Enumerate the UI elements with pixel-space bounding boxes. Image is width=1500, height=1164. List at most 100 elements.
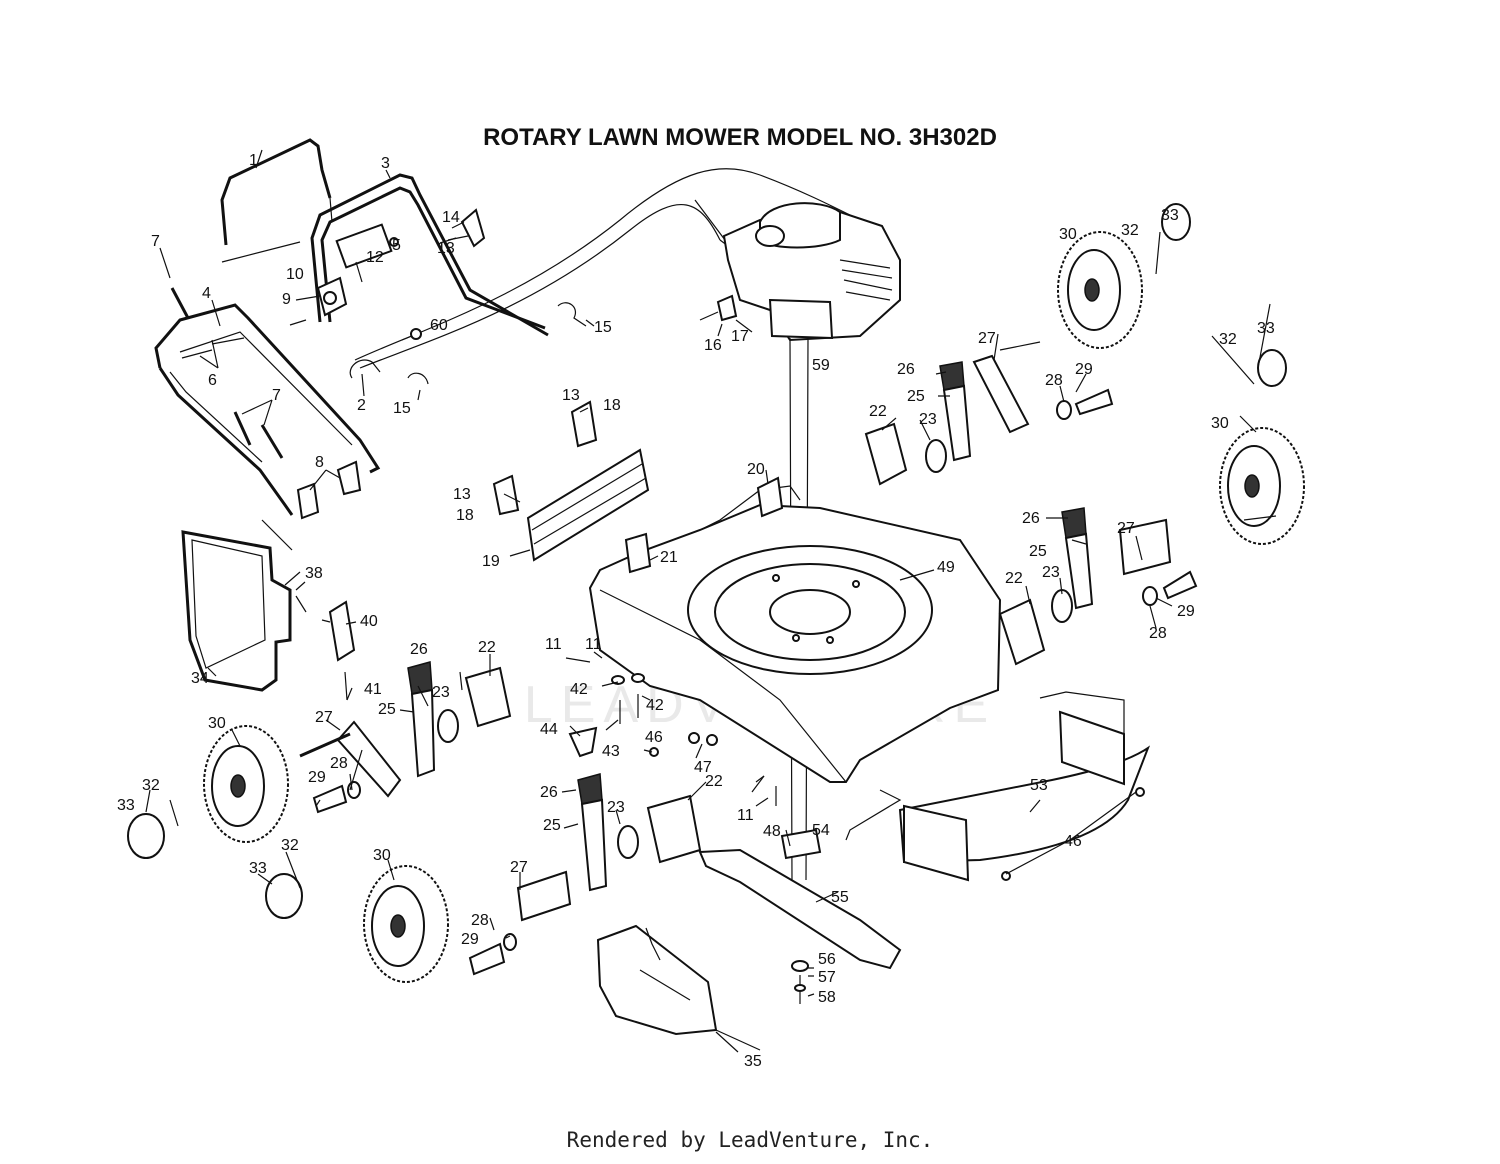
callout-20: 20: [747, 461, 765, 478]
baffle-brackets-part-18: [492, 400, 598, 516]
upper-handle-part-1: [220, 138, 333, 263]
callout-11-b: 11: [545, 636, 562, 653]
callout-40: 40: [360, 613, 378, 630]
callout-11-a: 11: [585, 636, 602, 653]
callout-58: 58: [818, 989, 836, 1006]
callout-18-a: 18: [603, 397, 621, 414]
callout-25-a: 25: [907, 388, 925, 405]
render-credit-footer: Rendered by LeadVenture, Inc.: [566, 1128, 934, 1152]
callout-33-a: 33: [1161, 207, 1179, 224]
callout-23-b: 23: [1042, 564, 1060, 581]
wheel-rear-right-part-30: [1057, 203, 1191, 349]
callout-13-a: 13: [437, 240, 455, 257]
callout-labels: 1 2 3 4 5 6 7 7 8 9 11 10 11 11 12 13 13…: [117, 152, 1275, 1070]
deck-hardware: [568, 651, 1145, 992]
callout-10: 10: [286, 266, 304, 283]
grass-bag-part-35: [596, 924, 718, 1036]
callout-29-c: 29: [308, 769, 326, 786]
callout-22-b: 22: [1005, 570, 1023, 587]
height-adjuster-front-right: [998, 507, 1198, 666]
leader-lines: [145, 149, 1277, 1053]
callout-4: 4: [202, 285, 211, 302]
wheel-front-left-part-30: [265, 865, 449, 983]
callout-3: 3: [381, 155, 390, 172]
callout-15-a: 15: [594, 319, 612, 336]
callout-25-d: 25: [543, 817, 561, 834]
rear-deflector-part-19: [526, 448, 650, 562]
callout-26-d: 26: [540, 784, 558, 801]
callout-19: 19: [482, 553, 500, 570]
blade-part-55: [698, 828, 902, 1004]
lower-handle-part-4: [154, 303, 381, 516]
control-cable: [354, 168, 861, 369]
callout-28-a: 28: [1045, 372, 1063, 389]
wheel-rear-left-part-30: [127, 725, 289, 859]
mower-deck-part-49: [588, 485, 1002, 783]
callout-32-a: 32: [1121, 222, 1139, 239]
callout-29-a: 29: [1075, 361, 1093, 378]
callout-22-a: 22: [869, 403, 887, 420]
callout-7-a: 7: [151, 233, 160, 250]
callout-57: 57: [818, 969, 836, 986]
callout-38: 38: [305, 565, 323, 582]
callout-26-a: 26: [897, 361, 915, 378]
callout-23-d: 23: [607, 799, 625, 816]
callout-54: 54: [812, 822, 830, 839]
callout-25-b: 25: [1029, 543, 1047, 560]
callout-28-b: 28: [1149, 625, 1167, 642]
callout-41: 41: [364, 681, 382, 698]
callout-9: 9: [282, 291, 291, 308]
callout-27-d: 27: [510, 859, 528, 876]
skirt-panels: [845, 691, 1125, 841]
callout-12: 12: [366, 249, 384, 266]
callout-5: 5: [392, 237, 401, 254]
callout-48: 48: [763, 823, 781, 840]
pivot-bracket-part-40: [321, 600, 356, 701]
callout-7-b: 7: [272, 387, 281, 404]
callout-1: 1: [249, 152, 258, 169]
callout-35: 35: [744, 1053, 762, 1070]
callout-28-d: 28: [471, 912, 489, 929]
callout-27-a: 27: [978, 330, 996, 347]
callout-28-c: 28: [330, 755, 348, 772]
callout-11-c: 11: [737, 807, 754, 824]
callout-26-b: 26: [1022, 510, 1040, 527]
callout-16: 16: [704, 337, 722, 354]
callout-2: 2: [357, 397, 366, 414]
callout-29-d: 29: [461, 931, 479, 948]
callout-30-b: 30: [1211, 415, 1229, 432]
callout-44: 44: [540, 721, 558, 738]
callout-33-c: 33: [117, 797, 135, 814]
callout-33-b: 33: [1257, 320, 1275, 337]
callout-30-c: 30: [208, 715, 226, 732]
wheel-front-right-part-30: [1219, 349, 1305, 545]
callout-55: 55: [831, 889, 849, 906]
callout-49: 49: [937, 559, 955, 576]
handle-part-3: [310, 173, 549, 337]
callout-33-d: 33: [249, 860, 267, 877]
handle-brackets-part-8: [261, 460, 362, 551]
callout-34: 34: [191, 670, 209, 687]
callout-13-b: 13: [562, 387, 580, 404]
callout-13-c: 13: [453, 486, 471, 503]
callout-46-a: 46: [645, 729, 663, 746]
callout-21: 21: [660, 549, 678, 566]
callout-25-c: 25: [378, 701, 396, 718]
callout-15-b: 15: [393, 400, 411, 417]
callout-47: 47: [694, 759, 712, 776]
cable-hardware: [170, 208, 587, 385]
height-lever-bracket-part-20-21: [624, 476, 784, 574]
callout-30-a: 30: [1059, 226, 1077, 243]
callout-22-d: 22: [705, 773, 723, 790]
side-discharge-chute-part-53: [898, 710, 1151, 882]
callout-42-a: 42: [570, 681, 588, 698]
callout-32-b: 32: [1219, 331, 1237, 348]
callout-60: 60: [430, 317, 448, 334]
callout-29-b: 29: [1177, 603, 1195, 620]
callout-32-c: 32: [142, 777, 160, 794]
callout-32-d: 32: [281, 837, 299, 854]
callout-6: 6: [208, 372, 217, 389]
callout-56: 56: [818, 951, 836, 968]
callout-27-c: 27: [315, 709, 333, 726]
